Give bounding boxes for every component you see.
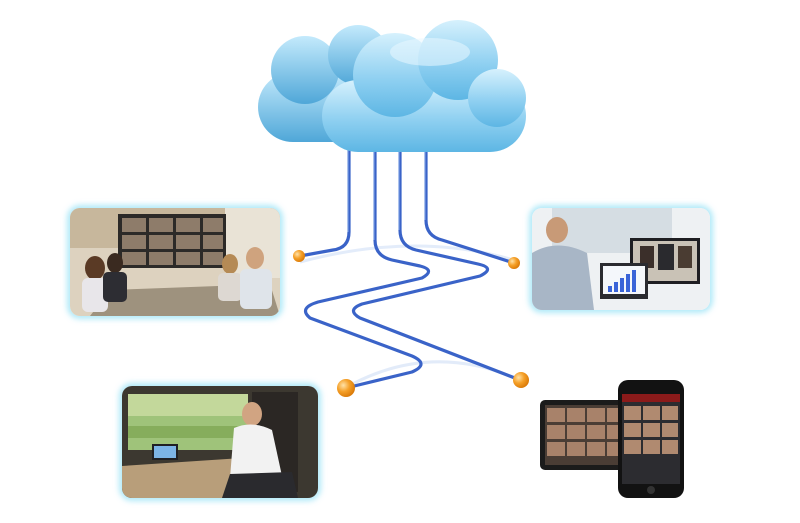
- connector-dot-desktop: [508, 257, 520, 269]
- meeting-room-icon: [70, 208, 280, 316]
- laptop-user-icon: [122, 386, 318, 498]
- connector-dot-conference: [293, 250, 305, 262]
- desktop-office-photo: [532, 208, 710, 310]
- train-laptop-photo: [122, 386, 318, 498]
- cable-train: [303, 148, 431, 390]
- desktop-video-call-icon: [532, 208, 710, 310]
- connector-dot-mobile: [513, 372, 529, 388]
- mobile-devices-photo: [538, 378, 688, 500]
- network-cables: [298, 148, 522, 390]
- tablet-phone-icon: [540, 380, 684, 498]
- cable-highlights: [347, 150, 426, 240]
- conference-room-photo: [70, 208, 280, 316]
- connector-dot-train: [337, 379, 355, 397]
- cable-mobile: [351, 148, 522, 382]
- cable-desktop: [424, 148, 516, 265]
- cable-conference: [298, 148, 351, 258]
- cloud-icon: [258, 20, 526, 152]
